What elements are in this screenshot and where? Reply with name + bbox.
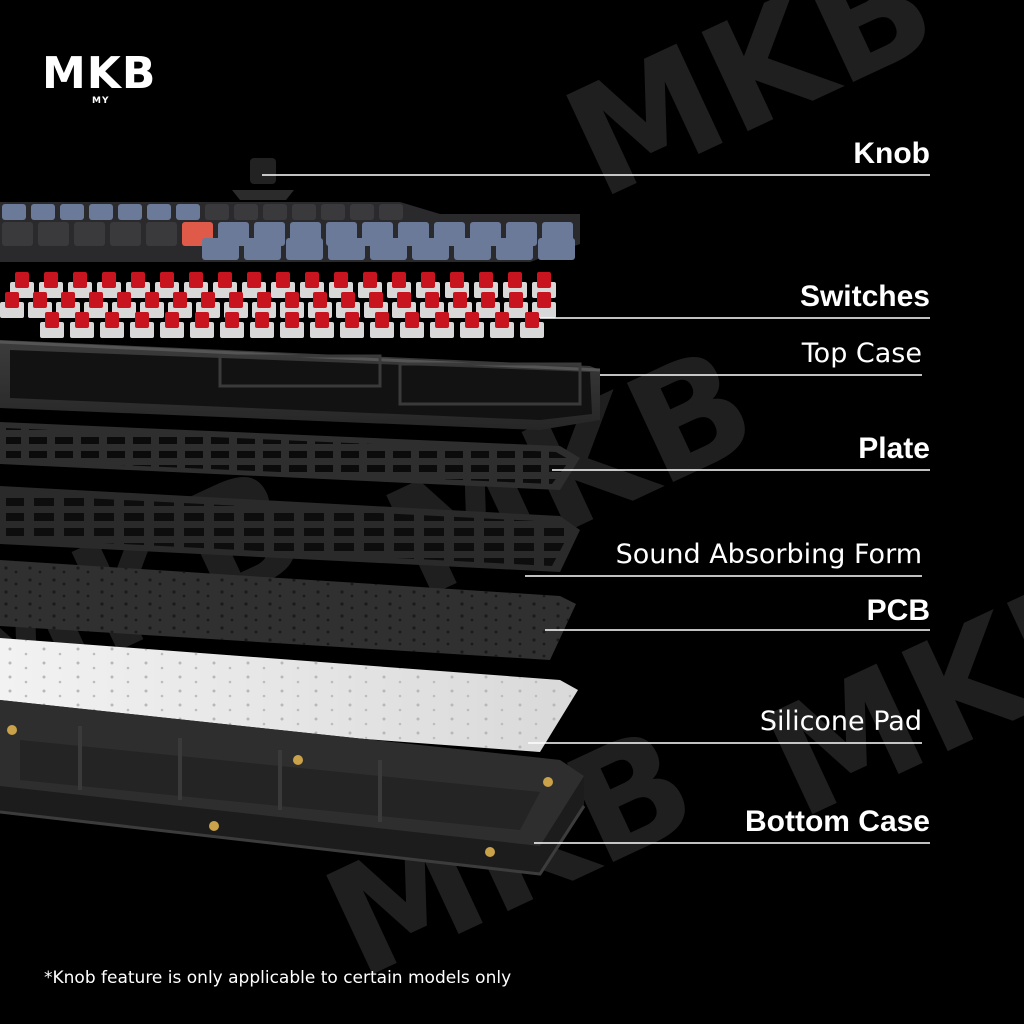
keycaps-layer xyxy=(0,202,580,262)
keycap xyxy=(2,222,33,246)
label-pcb: PCB xyxy=(866,594,930,627)
label-silicone-pad: Silicone Pad xyxy=(759,706,922,737)
switch xyxy=(0,292,24,318)
keycap xyxy=(31,204,55,220)
switch xyxy=(84,292,108,318)
keycap xyxy=(202,238,239,260)
foam-part xyxy=(0,486,580,572)
keycap xyxy=(146,222,177,246)
keycap xyxy=(286,238,323,260)
top-case-part xyxy=(0,340,601,430)
keycap xyxy=(496,238,533,260)
switch xyxy=(504,292,528,318)
logo-subtext: MY xyxy=(92,96,110,106)
switch xyxy=(476,292,500,318)
keycap xyxy=(147,204,171,220)
switch xyxy=(130,312,154,338)
keycap xyxy=(118,204,142,220)
keycap xyxy=(244,238,281,260)
keycap xyxy=(60,204,84,220)
bottom-case-part xyxy=(0,700,586,876)
footnote: *Knob feature is only applicable to cert… xyxy=(44,968,512,988)
keycap xyxy=(370,238,407,260)
switch xyxy=(126,272,150,298)
switch xyxy=(56,292,80,318)
switch xyxy=(190,312,214,338)
switch xyxy=(70,312,94,338)
switch xyxy=(40,312,64,338)
switch xyxy=(160,312,184,338)
keycap xyxy=(110,222,141,246)
label-switches: Switches xyxy=(799,280,930,313)
watermark-top: MKB xyxy=(542,0,960,233)
switch xyxy=(100,312,124,338)
switch xyxy=(280,312,304,338)
keycap xyxy=(205,204,229,220)
switch xyxy=(340,312,364,338)
label-bottom-case: Bottom Case xyxy=(744,805,930,838)
keycap xyxy=(350,204,374,220)
switch xyxy=(490,312,514,338)
keycap xyxy=(538,238,575,260)
keycap xyxy=(176,204,200,220)
keycap xyxy=(2,204,26,220)
switch xyxy=(430,312,454,338)
keycap xyxy=(454,238,491,260)
switch xyxy=(140,292,164,318)
keycap xyxy=(38,222,69,246)
switch xyxy=(220,312,244,338)
knob-part xyxy=(232,158,294,200)
label-knob: Knob xyxy=(853,137,930,170)
brand-logo: MKB MY xyxy=(42,50,172,110)
keycap xyxy=(292,204,316,220)
pcb-part xyxy=(0,560,576,660)
switches-layer xyxy=(0,272,556,338)
switch xyxy=(370,312,394,338)
switch xyxy=(520,312,544,338)
keycap xyxy=(328,238,365,260)
label-top-case: Top Case xyxy=(801,338,922,369)
keycap xyxy=(74,222,105,246)
logo-text: MKB xyxy=(42,48,157,99)
keycap xyxy=(234,204,258,220)
leader-lines xyxy=(262,174,930,844)
keycap xyxy=(89,204,113,220)
keycap xyxy=(263,204,287,220)
keycap xyxy=(321,204,345,220)
plate-part xyxy=(0,422,580,490)
label-plate: Plate xyxy=(858,432,930,465)
switch xyxy=(310,312,334,338)
switch xyxy=(460,312,484,338)
silicone-pad-part xyxy=(0,638,578,752)
keycap xyxy=(379,204,403,220)
label-sound-absorbing-form: Sound Absorbing Form xyxy=(615,539,922,570)
keycap xyxy=(412,238,449,260)
switch xyxy=(400,312,424,338)
switch xyxy=(250,312,274,338)
